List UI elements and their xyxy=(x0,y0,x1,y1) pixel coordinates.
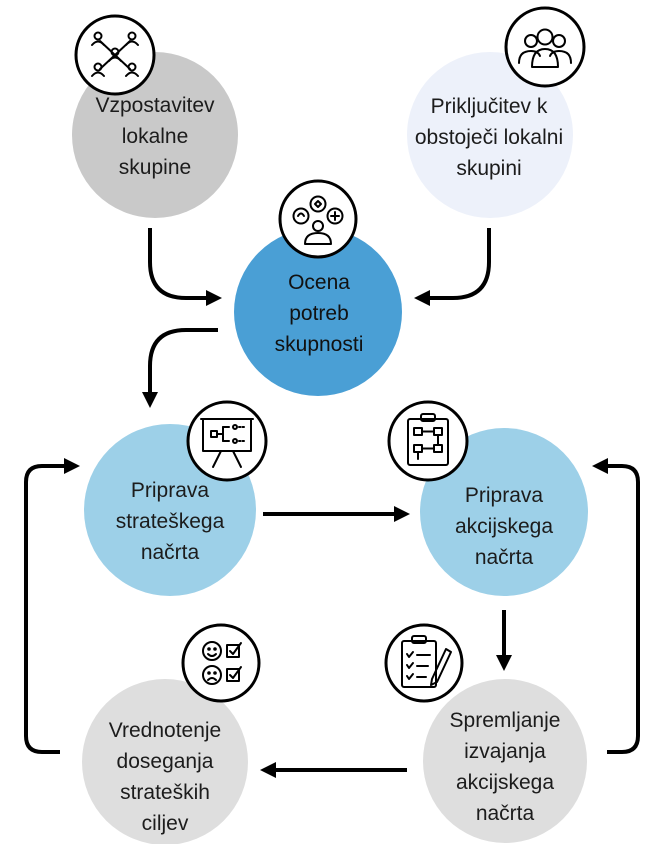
arrow-evaluate-to-strategic xyxy=(24,458,80,754)
svg-text:Priprava: Priprava xyxy=(131,479,210,502)
node-monitor-circle xyxy=(423,679,587,843)
svg-text:Priprava: Priprava xyxy=(465,484,544,507)
arrow-monitor-to-action xyxy=(592,458,640,754)
svg-text:skupine: skupine xyxy=(119,156,191,179)
svg-text:Priključitev k: Priključitev k xyxy=(431,95,548,118)
svg-text:potreb: potreb xyxy=(289,302,349,325)
svg-text:Spremljanje: Spremljanje xyxy=(450,709,561,732)
arrow-join-to-assess xyxy=(414,228,491,306)
svg-text:Vzpostavitev: Vzpostavitev xyxy=(95,94,215,117)
svg-text:izvajanja: izvajanja xyxy=(464,740,546,763)
svg-text:strateških: strateških xyxy=(120,781,210,804)
checklist-pen-icon xyxy=(384,623,464,703)
node-strategic-label: Priprava strateškega načrta xyxy=(116,479,225,564)
svg-text:akcijskega: akcijskega xyxy=(455,515,553,538)
svg-text:lokalne: lokalne xyxy=(122,125,189,148)
svg-text:doseganja: doseganja xyxy=(117,750,214,773)
flowchart-clipboard-icon xyxy=(387,400,469,482)
node-evaluate-label: Vrednotenje doseganja strateških ciljev xyxy=(109,719,221,835)
node-establish-label: Vzpostavitev lokalne skupine xyxy=(95,94,215,179)
svg-text:ciljev: ciljev xyxy=(142,812,189,835)
svg-text:Vrednotenje: Vrednotenje xyxy=(109,719,221,742)
node-action-circle xyxy=(420,428,588,596)
node-assess-circle xyxy=(234,228,402,396)
feedback-faces-icon xyxy=(181,623,261,703)
svg-text:Ocena: Ocena xyxy=(288,271,350,294)
person-needs-icon xyxy=(278,179,358,259)
presentation-board-icon xyxy=(186,400,268,482)
svg-text:skupini: skupini xyxy=(456,157,521,180)
node-join-circle xyxy=(407,52,573,218)
node-assess-label: Ocena potreb skupnosti xyxy=(275,271,364,356)
node-evaluate-circle xyxy=(82,679,248,844)
svg-text:skupnosti: skupnosti xyxy=(275,333,364,356)
group-icon xyxy=(504,6,586,88)
svg-text:strateškega: strateškega xyxy=(116,510,225,533)
svg-text:načrta: načrta xyxy=(476,802,535,825)
svg-text:obstoječi lokalni: obstoječi lokalni xyxy=(415,126,563,149)
network-people-icon xyxy=(74,14,156,96)
node-action-label: Priprava akcijskega načrta xyxy=(455,484,553,569)
node-monitor-label: Spremljanje izvajanja akcijskega načrta xyxy=(450,709,561,825)
svg-text:načrta: načrta xyxy=(141,541,200,564)
arrow-establish-to-assess xyxy=(148,228,222,306)
svg-text:načrta: načrta xyxy=(475,546,534,569)
arrow-assess-to-strategic xyxy=(142,328,218,408)
svg-text:akcijskega: akcijskega xyxy=(456,771,554,794)
node-join-label: Priključitev k obstoječi lokalni skupini xyxy=(415,95,563,180)
